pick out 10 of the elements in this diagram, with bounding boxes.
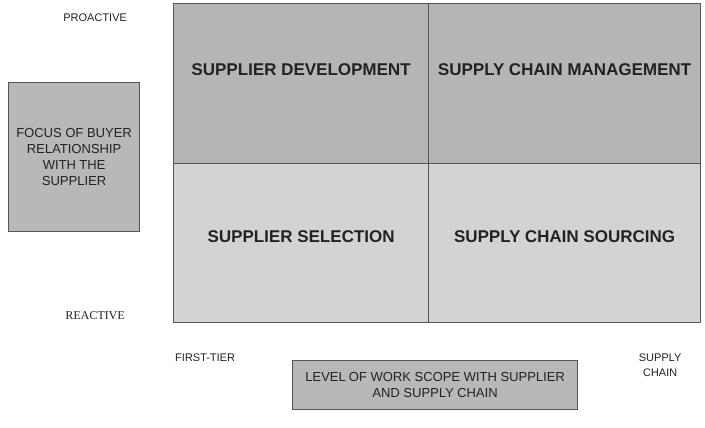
quadrant-box: SUPPLIER SELECTION <box>173 163 429 323</box>
quadrant-box: SUPPLY CHAIN MANAGEMENT <box>428 3 701 164</box>
axis-label: FIRST-TIER <box>174 352 236 364</box>
axis-label: SUPPLY CHAIN <box>638 351 682 382</box>
axis-title-box: LEVEL OF WORK SCOPE WITH SUPPLIER AND SUPPLY CHAIN <box>292 360 578 410</box>
axis-label: PROACTIVE <box>62 12 128 24</box>
axis-title-box: FOCUS OF BUYER RELATIONSHIP WITH THE SUPPLIER <box>8 82 140 232</box>
quadrant-box: SUPPLY CHAIN SOURCING <box>428 163 701 323</box>
quadrant-box: SUPPLIER DEVELOPMENT <box>173 3 429 164</box>
axis-label: REACTIVE <box>64 308 126 323</box>
